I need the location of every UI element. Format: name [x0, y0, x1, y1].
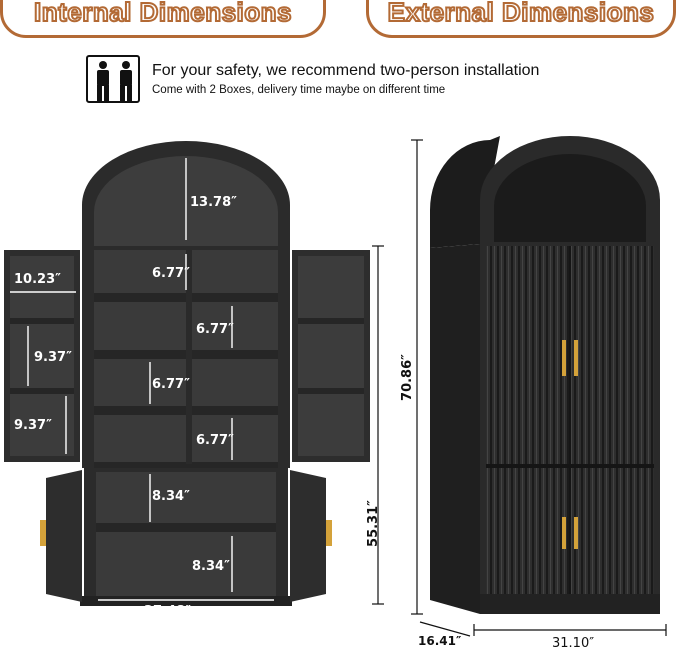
shelf-4-label: 6.77″ [196, 433, 234, 448]
internal-dimensions-title: Internal Dimensions [33, 0, 293, 28]
lower-1-label: 8.34″ [152, 489, 190, 504]
external-dimensions-title: External Dimensions [387, 0, 655, 28]
lower-height-label: 55.31″ [365, 500, 381, 547]
internal-dimensions-header: Internal Dimensions [0, 0, 326, 38]
external-width-label: 31.10″ [552, 636, 595, 651]
arch-height-label: 13.78″ [190, 195, 237, 210]
inner-width-label: 27.48″ [144, 604, 191, 619]
safety-line-1: For your safety, we recommend two-person… [152, 62, 540, 79]
internal-cabinet [4, 141, 384, 606]
shelf-3-label: 6.77″ [152, 377, 190, 392]
external-depth-label: 16.41″ [418, 634, 462, 648]
door-shelf-2-label: 9.37″ [14, 418, 52, 433]
safety-notice: For your safety, we recommend two-person… [86, 55, 646, 103]
external-dimensions-header: External Dimensions [366, 0, 676, 38]
safety-line-2: Come with 2 Boxes, delivery time maybe o… [152, 84, 446, 96]
door-width-label: 10.23″ [14, 272, 61, 287]
shelf-2-label: 6.77″ [196, 322, 234, 337]
external-cabinet [411, 136, 667, 637]
door-shelf-1-label: 9.37″ [34, 350, 72, 365]
external-height-label: 70.86″ [399, 354, 415, 401]
two-person-icon [86, 55, 140, 103]
shelf-1-label: 6.77″ [152, 266, 190, 281]
lower-2-label: 8.34″ [192, 559, 230, 574]
